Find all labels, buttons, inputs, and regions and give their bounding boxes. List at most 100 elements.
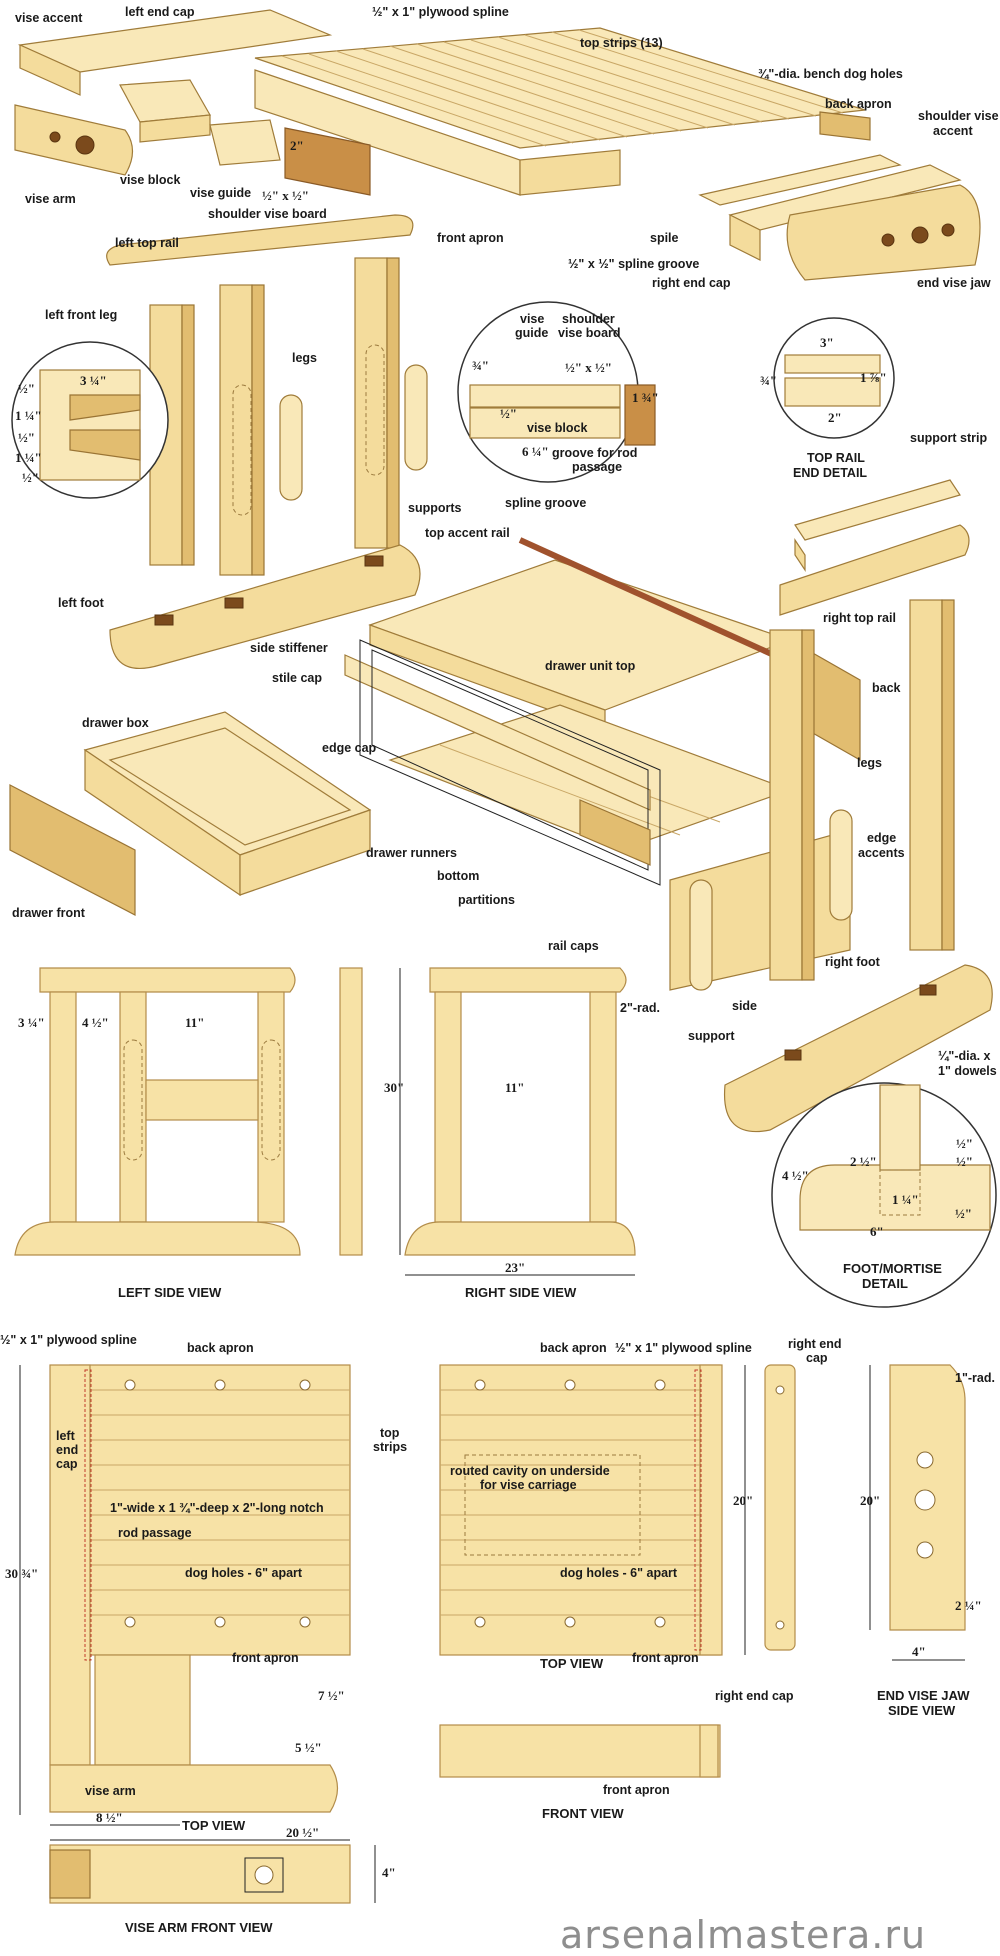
leg [354,257,388,549]
dim-leg-detail-w: 3 ¼" [80,373,107,388]
label-plan-back-apron-right: back apron [540,1341,607,1355]
label-vise-guide: vise guide [190,186,251,200]
dim-foot-6: 6" [870,1224,884,1239]
dim-side-11b: 11" [505,1080,525,1095]
label-2in: 2" [290,138,304,153]
dim-foot-212: 2 ½" [850,1154,877,1169]
label-drawer-front: drawer front [12,906,86,920]
label-spline-half: ½" x ½" [262,188,309,203]
dim-foot-h3: ½" [955,1206,972,1221]
vise-arm [14,104,134,176]
label-plan-top-strips: top [380,1426,400,1440]
vise-arm-front-view [49,1844,351,1904]
label-front-view-right-end-cap: right end cap [715,1689,794,1703]
label-left-front-leg: left front leg [45,308,117,322]
left-foot [109,544,421,669]
label-vise-block: vise block [120,173,180,187]
top-rail-end-detail [773,317,895,439]
dim-side-314: 3 ¼" [18,1015,45,1030]
label-detail-groove-2: passage [572,460,622,474]
label-detail-vise-guide-2: guide [515,326,548,340]
top-view-right [439,1364,796,1656]
dim-plan-512: 5 ½" [295,1740,322,1755]
label-shoulder-vise-accent: shoulder vise [918,109,999,123]
dim-side-412: 4 ½" [82,1015,109,1030]
dim-rail-2: 2" [828,410,842,425]
label-plan-right-end-cap-2: cap [806,1351,828,1365]
label-dog-holes-left: dog holes - 6" apart [185,1566,303,1580]
dim-foot-412: 4 ½" [782,1168,809,1183]
label-right-foot: right foot [825,955,881,969]
dim-leg-detail-e: ½" [22,470,39,485]
drawer [9,711,372,916]
label-dowels-2: 1" dowels [938,1064,997,1078]
dim-side-30: 30" [384,1080,404,1095]
label-detail-vise-block: vise block [527,421,587,435]
label-detail-half: ½" x ½" [565,360,612,375]
label-detail-groove: groove for rod [552,446,637,460]
title-front-view: FRONT VIEW [542,1806,624,1821]
label-vise-arm-plan: vise arm [85,1784,136,1798]
vise-guide [209,119,281,166]
label-left-top-rail: left top rail [115,236,179,250]
label-stile-cap: stile cap [272,671,322,685]
label-front-apron: front apron [437,231,504,245]
vise-block [119,79,211,123]
label-rad-2in: 2"-rad. [620,1001,660,1015]
label-top-rail-end-detail: TOP RAIL [807,451,865,465]
drawer-front [9,784,136,916]
label-notch: 1"-wide x 1 ¾"-deep x 2"-long notch [110,1501,324,1515]
spile [698,154,902,206]
label-left-foot: left foot [58,596,105,610]
drawer-unit [344,479,993,1132]
side-stiffener [344,654,651,811]
dimension-lines [19,968,965,1903]
label-dowels: ¼"-dia. x [938,1049,991,1063]
dim-rail-3: 3" [820,335,834,350]
label-left-end-cap: left end cap [125,5,195,19]
dim-rail-178: 1 ⅞" [860,370,887,385]
title-foot-mortise: FOOT/MORTISE [843,1261,942,1276]
support [689,879,713,991]
title-foot-mortise-2: DETAIL [862,1276,908,1291]
label-back: back [872,681,901,695]
label-right-end-cap: right end cap [652,276,731,290]
end-vise-jaw [786,184,981,281]
dim-plan-3034: 30 ¾" [5,1566,38,1581]
label-routed-cavity-2: for vise carriage [480,1478,577,1492]
label-support: support [688,1029,735,1043]
label-plan-left-end-cap-3: cap [56,1457,78,1471]
label-routed-cavity: routed cavity on underside [450,1464,610,1478]
label-edge-cap: edge cap [322,741,377,755]
label-end-vise-jaw: end vise jaw [917,276,991,290]
label-drawer-box: drawer box [82,716,149,730]
dim-leg-detail-c: ½" [18,430,35,445]
label-bottom: bottom [437,869,479,883]
label-right-top-rail: right top rail [823,611,896,625]
label-plan-front-apron-left: front apron [232,1651,299,1665]
label-detail-shoulder: shoulder [562,312,615,326]
label-back-apron: back apron [825,97,892,111]
dim-plan-20b: 20" [860,1493,880,1508]
label-plan-back-apron-left: back apron [187,1341,254,1355]
dim-foot-h2: ½" [956,1154,973,1169]
label-legs-right: legs [857,756,882,770]
title-left-side-view: LEFT SIDE VIEW [118,1285,222,1300]
watermark: arsenalmastera.ru [560,1913,926,1956]
leg [219,284,253,576]
support [404,364,428,471]
dimensions: 3 ¼" ½" 1 ¼" ½" 1 ¼" ½" ¾" ½" 1 ¾" 6 ¼" … [5,335,982,1880]
dim-leg-detail-d: 1 ¼" [15,450,42,465]
label-plan-spline-left: ½" x 1" plywood spline [0,1333,137,1347]
shoulder-vise-board [284,127,371,196]
label-supports: supports [408,501,462,515]
support [279,394,303,501]
label-top-accent-rail: top accent rail [425,526,510,540]
label-legs: legs [292,351,317,365]
label-shoulder-vise-board: shoulder vise board [208,207,327,221]
label-drawer-runners: drawer runners [366,846,457,860]
dim-plan-20a: 20" [733,1493,753,1508]
dim-vise-134: 1 ¾" [632,390,659,405]
label-spline-groove-top: ½" x ½" spline groove [568,257,699,271]
support-strip [794,479,961,541]
